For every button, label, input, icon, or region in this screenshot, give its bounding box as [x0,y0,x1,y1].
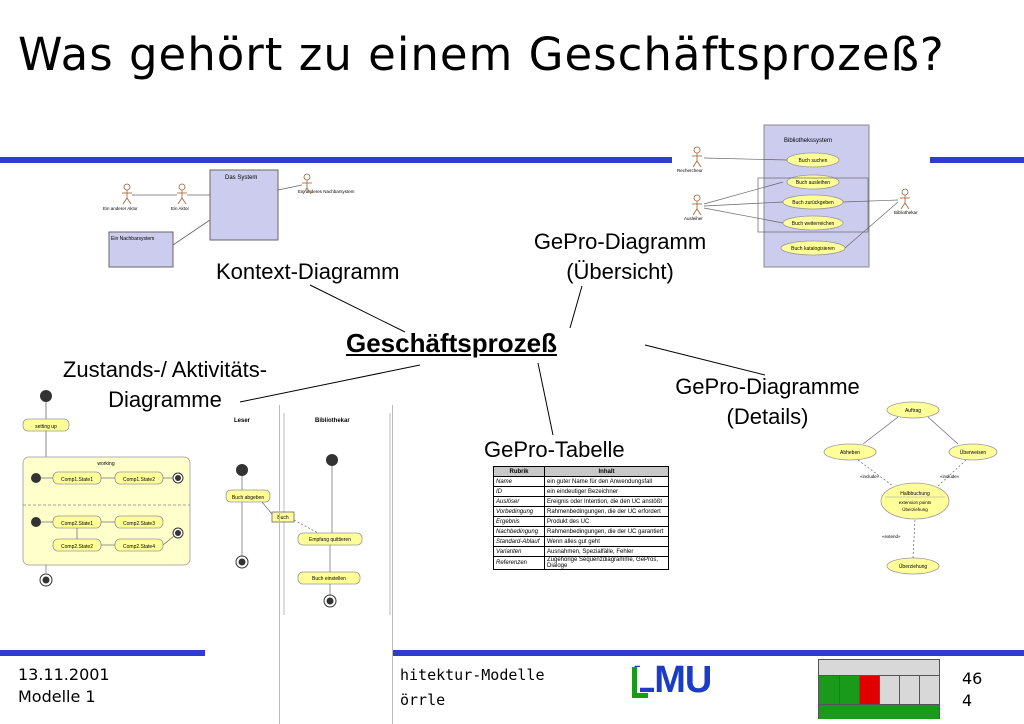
details-include-2: «include» [940,474,960,479]
label-gepro-details-line2: (Details) [726,404,809,429]
label-gepro-details-line1: GePro-Diagramme [675,374,860,399]
context-neighbor-right-label: Ein anderes Nachbarsystem [298,189,355,194]
progress-grid [818,659,940,719]
details-extend: «extend» [882,534,901,539]
overview-actor-3-label: Bibliothekar [894,210,918,215]
use-case-4: Buch weiterreichen [792,221,835,227]
footer-divider [279,405,280,724]
page-number: 46 4 [962,668,982,712]
page-number-line2: 4 [962,691,973,710]
footer-middle: hitektur-Modelle örrle [400,664,545,711]
state-comp2-state2: Comp2.State2 [61,544,93,550]
lmu-logo-l [632,667,637,697]
header-rule-right [930,157,1024,163]
details-diagram: Auftrag Abheben Überweisen Halbbuchung e… [823,401,998,575]
footer-date: 13.11.2001 [18,665,110,684]
lane-leser: Leser [234,418,251,424]
context-actor-left-1-label: Ein anderer Aktor [103,206,138,211]
use-case-1: Buch suchen [799,158,828,164]
action-buch-einstellen: Buch einstellen [312,576,346,582]
use-case-2: Buch ausleihen [796,180,830,186]
label-kontext-diagramm: Kontext-Diagramm [216,259,400,284]
overview-actor-2-label: Ausleiher [684,216,703,221]
progress-cell-2 [840,676,860,704]
action-buch-abgeben: Buch abgeben [232,495,264,501]
header-rule-left [0,157,672,163]
progress-cell-1 [819,676,840,704]
context-diagram: Das System Ein Nachbarsystem Ein anderer… [103,169,355,268]
context-neighbor-bottom-label: Ein Nachbarsystem [111,236,154,242]
details-ueberweisen: Überweisen [960,449,987,456]
details-halbbuchung: Halbbuchung [900,491,930,497]
use-case-5: Buch katalogisieren [791,246,835,252]
state-comp1-state2: Comp1.State2 [123,477,155,483]
progress-grid-top [819,660,939,676]
context-actor-left-2-label: Ein Aktor [171,206,190,211]
progress-cell-4 [880,676,900,704]
label-gepro-uebersicht-line1: GePro-Diagramm [533,229,707,254]
lmu-logo-l-base [632,693,648,698]
label-gepro-details: GePro-Diagramme (Details) [640,372,895,432]
object-buch: Buch [277,515,289,521]
context-system-label: Das System [225,175,257,181]
progress-grid-bottom [819,704,939,719]
details-auftrag: Auftrag [905,408,921,414]
activity-diagram: Leser Bibliothekar Buch abgeben Buch Emp… [225,413,391,615]
progress-cell-5 [900,676,920,704]
label-gepro-tabelle: GePro-Tabelle [484,437,625,462]
footer-course: Modelle 1 [18,687,96,706]
gepro-header-rubrik: Rubrik [493,466,545,477]
footer-left: 13.11.2001 Modelle 1 [18,664,110,708]
label-zustands-aktivitaets: Zustands-/ Aktivitäts- Diagramme [25,355,305,415]
details-ueberziehung: Überziehung [899,563,928,570]
overview-diagram: Bibliothekssystem Buch suchen Buch ausle… [677,124,918,268]
footer-middle-line1: hitektur-Modelle [400,666,545,684]
details-extension-points: extension points [899,500,932,505]
slide-title: Was gehört zu einem Geschäftsprozeß? [18,28,945,81]
footer-divider-2 [392,405,393,724]
label-gepro-uebersicht-line2: (Übersicht) [566,259,674,284]
details-include-1: «include» [860,474,880,479]
state-comp1-state1: Comp1.State1 [61,477,93,483]
overview-system-label: Bibliothekssystem [784,138,832,144]
lane-bibliothekar: Bibliothekar [315,418,350,424]
state-diagram: setting up working Comp1.State1 Comp1.St… [22,390,191,587]
details-ueberziehung-ext: Überziehung [902,506,928,512]
progress-cell-3 [860,676,880,704]
overview-actor-1-label: Rechercheur [677,168,703,173]
center-label-geschaeftsprozess: Geschäftsprozeß [346,328,557,358]
state-comp2-state3: Comp2.State3 [123,521,155,527]
state-working: working [97,461,114,467]
footer-rule-right [392,650,1024,656]
gepro-header-inhalt: Inhalt [544,466,669,477]
footer-rule-left [0,650,205,656]
footer-middle-line2: örrle [400,691,446,709]
state-comp2-state1: Comp2.State1 [61,521,93,527]
details-abheben: Abheben [840,450,860,456]
page-number-line1: 46 [962,669,983,688]
label-zustands-line2: Diagramme [108,387,222,412]
label-zustands-line1: Zustands-/ Aktivitäts- [62,357,268,382]
state-setting-up: setting up [35,424,57,430]
state-comp2-state4: Comp2.State4 [123,544,155,550]
use-case-3: Buch zurückgeben [792,200,834,206]
action-empfang-quittieren: Empfang quittieren [309,537,351,543]
label-gepro-uebersicht: GePro-Diagramm (Übersicht) [505,227,735,287]
